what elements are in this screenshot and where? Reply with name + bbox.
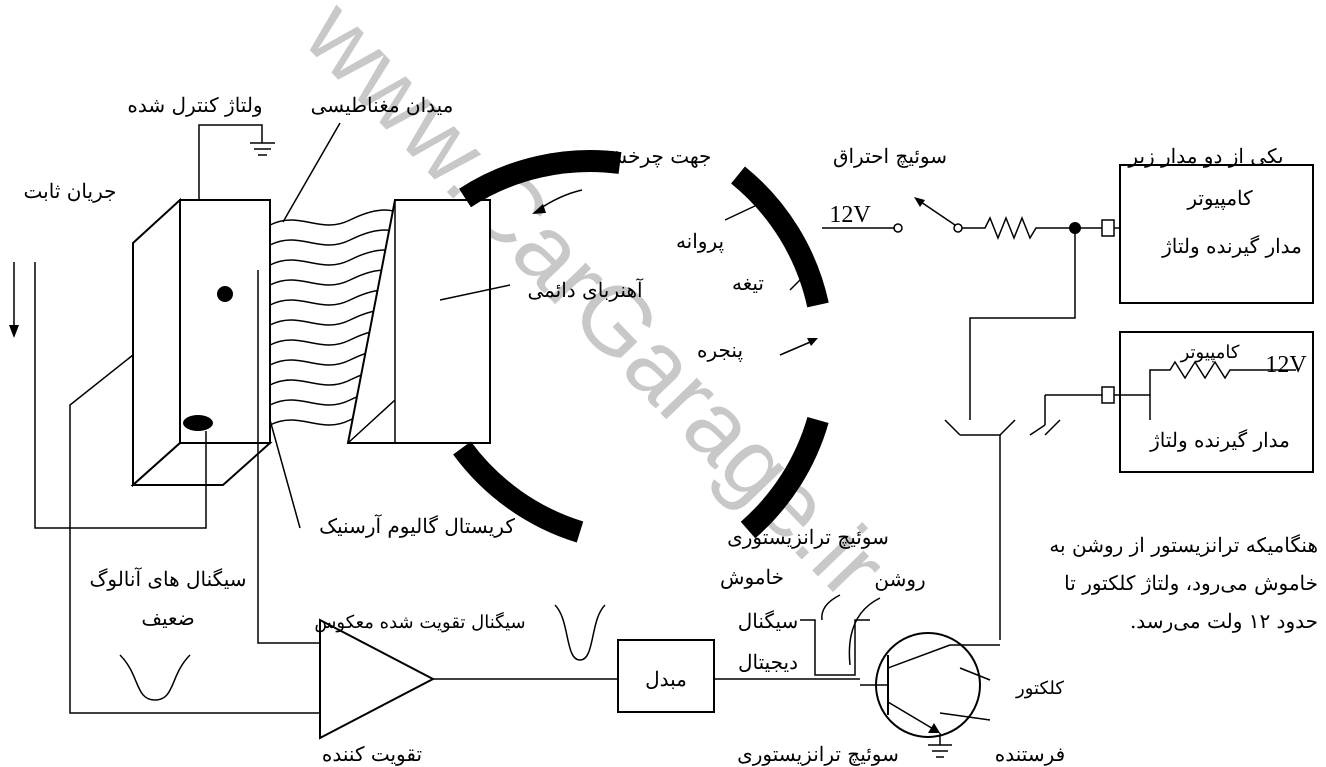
label-transistor-switch-bottom: سوئیچ ترانزیستوری (737, 742, 899, 766)
label-one-of-two: یکی از دو مدار زیر (1127, 144, 1283, 168)
label-constant-current: جریان ثابت (24, 179, 117, 203)
rotor-vanes (453, 150, 829, 543)
label-rotation-direction: جهت چرخش (603, 144, 712, 168)
weak-analog-waveform (119, 654, 191, 701)
selector-junction (944, 395, 1061, 640)
constant-current-loop (9, 262, 207, 529)
label-controlled-voltage: ولتاژ کنترل شده (127, 93, 262, 117)
label-collector: کلکتور (1015, 678, 1064, 699)
label-12v-top: 12V (829, 202, 871, 228)
inverted-waveform (554, 604, 606, 661)
ignition-circuit (822, 197, 1135, 420)
label-amplifier: تقویت کننده (322, 742, 422, 766)
label-digital-signal-1: سیگنال (738, 609, 799, 633)
computer-box-top (1119, 164, 1314, 304)
label-receiver-top: مدار گیرنده ولتاژ (1161, 234, 1302, 258)
label-weak: ضعیف (141, 606, 194, 630)
label-emitter: فرستنده (995, 742, 1065, 766)
transistor (860, 632, 1000, 758)
text-labels: ولتاژ کنترل شده میدان مغناطیسی جهت چرخش … (24, 93, 1318, 766)
hall-element (130, 197, 273, 488)
digital-waveform (800, 594, 881, 676)
label-gallium-crystal: کریستال گالیوم آرسنیک (319, 514, 515, 538)
note-line-1: هنگامیکه ترانزیستور از روشن به (1049, 533, 1318, 557)
label-converter: مبدل (645, 667, 687, 691)
note-line-2: خاموش می‌رود، ولتاژ کلکتور تا (1064, 571, 1318, 595)
label-ignition-switch: سوئیچ احتراق (833, 144, 947, 168)
controlled-voltage-wire (198, 124, 275, 200)
label-window: پنجره (697, 338, 743, 362)
note-line-3: حدود ۱۲ ولت می‌رسد. (1130, 609, 1318, 633)
permanent-magnet (346, 199, 511, 444)
label-vane: پروانه (676, 229, 724, 253)
label-12v-bottom: 12V (1265, 352, 1307, 378)
amplifier (319, 618, 618, 740)
label-amplified-inverted: سیگنال تقویت شده معکوس (314, 611, 525, 633)
computer-box-bottom (1045, 331, 1314, 473)
label-transistor-switch-top: سوئیچ ترانزیستوری (727, 525, 889, 549)
label-on: روشن (874, 567, 925, 591)
converter-box (617, 639, 860, 713)
label-blade: تیغه (732, 271, 764, 295)
label-permanent-magnet: آهنربای دائمی (527, 278, 644, 302)
label-magnetic-field: میدان مغناطیسی (311, 93, 454, 117)
label-computer-top: کامپیوتر (1186, 186, 1253, 210)
label-weak-analog: سیگنال های آنالوگ (89, 567, 246, 591)
analog-signal-wires (69, 270, 320, 714)
label-receiver-bottom: مدار گیرنده ولتاژ (1149, 428, 1290, 452)
label-computer-bottom: کامپیوتر (1180, 342, 1240, 363)
label-off: خاموش (720, 565, 784, 589)
label-digital-signal-2: دیجیتال (738, 650, 798, 674)
